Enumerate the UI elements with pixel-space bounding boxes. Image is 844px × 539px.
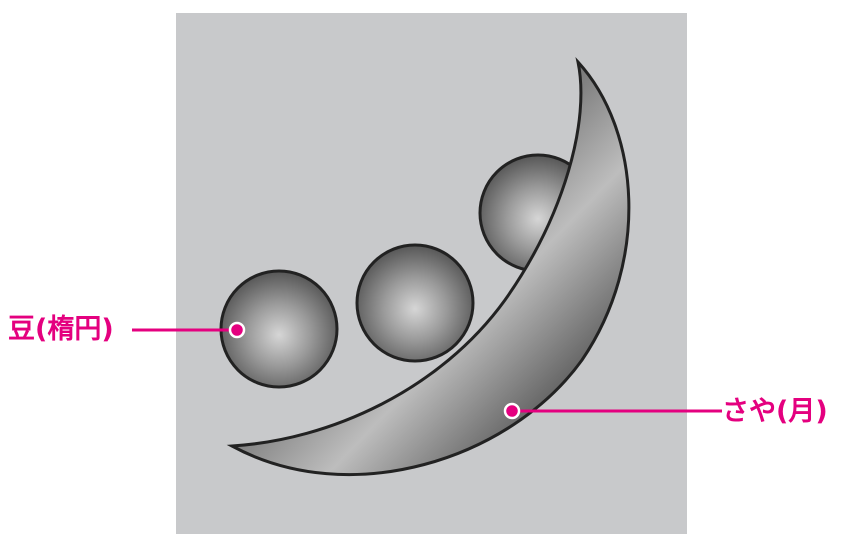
pod-callout-dot <box>505 404 519 418</box>
bean-label: 豆(楕円) <box>8 316 114 343</box>
bean-2 <box>357 245 473 361</box>
bean-callout-dot <box>230 323 244 337</box>
pod-label: さや(月) <box>722 398 828 425</box>
